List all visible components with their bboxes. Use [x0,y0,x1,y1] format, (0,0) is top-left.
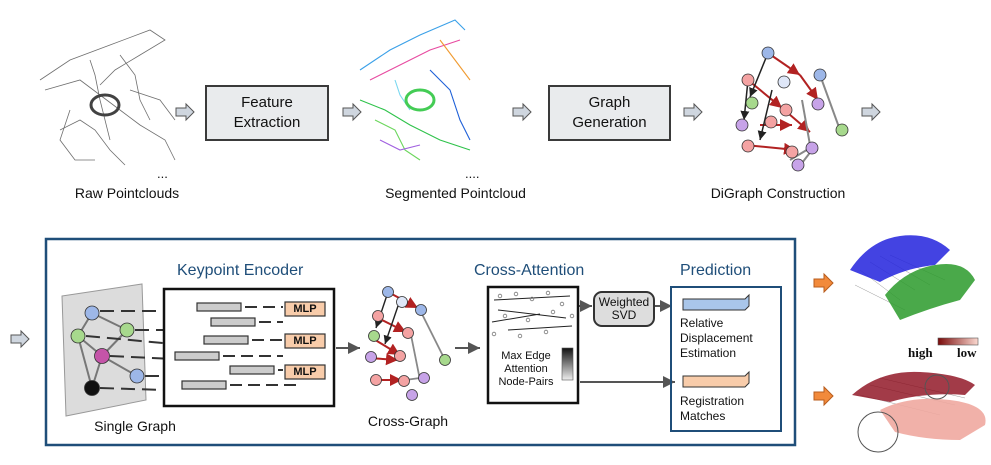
weighted-svd-box [593,291,655,327]
svd-line-1: Weighted [598,295,650,309]
graph-generation-box: Graph Generation [548,85,671,141]
registration-line-2: Matches [680,409,726,423]
registration-result-image-top [850,235,975,320]
prediction-box [670,286,782,432]
raw-pointclouds-label: Raw Pointclouds [74,185,180,201]
graph-box-line-2: Generation [572,114,647,131]
attention-line-1: Max Edge [501,350,551,362]
output-arrows [813,272,834,407]
attention-colorbar [561,347,574,381]
legend-gradient-bar [937,337,979,346]
mlp-boxes [284,301,326,380]
feature-box-line-1: Feature [241,94,293,111]
pipeline-frame [44,237,797,447]
attention-line-3: Node-Pairs [498,376,554,388]
relative-line-2: Displacement [680,331,753,345]
attention-dots [491,290,575,339]
encoder-bars [174,302,275,390]
feature-box-line-2: Extraction [233,114,301,131]
registration-matches-text: Registration Matches [680,394,744,424]
mlp-label-2: MLP [293,335,317,347]
cross-attention-box [486,285,580,405]
cross-graph-image [365,286,451,401]
prediction-bars [682,293,750,388]
legend-high-label: high [908,345,933,360]
encoder-dashes [223,306,300,386]
digraph-image [735,46,849,172]
keypoint-encoder-title: Keypoint Encoder [177,262,304,279]
raw-dots: ... [157,166,168,181]
attention-line-2: Attention [504,363,548,375]
relative-line-3: Estimation [680,346,737,360]
attention-pairs [491,295,573,331]
seg-dots: .... [465,166,480,181]
weighted-svd-text: Weighted SVD [594,296,654,322]
raw-pointcloud-image [39,29,176,166]
relative-displacement-text: Relative Displacement Estimation [680,316,753,361]
feature-extraction-box: Feature Extraction [205,85,329,141]
legend-low-label: low [957,345,977,360]
mlp-label-3: MLP [293,366,317,378]
cross-attention-title: Cross-Attention [474,262,585,279]
segmented-pointcloud-image [359,19,471,161]
mlp-label-1: MLP [293,303,317,315]
registration-result-image-bottom [852,371,986,453]
graph-box-line-1: Graph [588,94,631,111]
segmented-pointcloud-label: Segmented Pointcloud [385,185,526,201]
flow-arrows-top [10,102,881,349]
registration-line-1: Registration [680,394,745,408]
attention-text: Max Edge Attention Node-Pairs [492,350,560,389]
prediction-title: Prediction [680,262,752,279]
cross-graph-label: Cross-Graph [367,413,449,429]
relative-line-1: Relative [680,316,724,330]
svd-line-2: SVD [611,308,637,322]
arrows-bottom [336,300,675,388]
single-graph-label: Single Graph [94,418,176,434]
digraph-construction-label: DiGraph Construction [710,185,846,201]
